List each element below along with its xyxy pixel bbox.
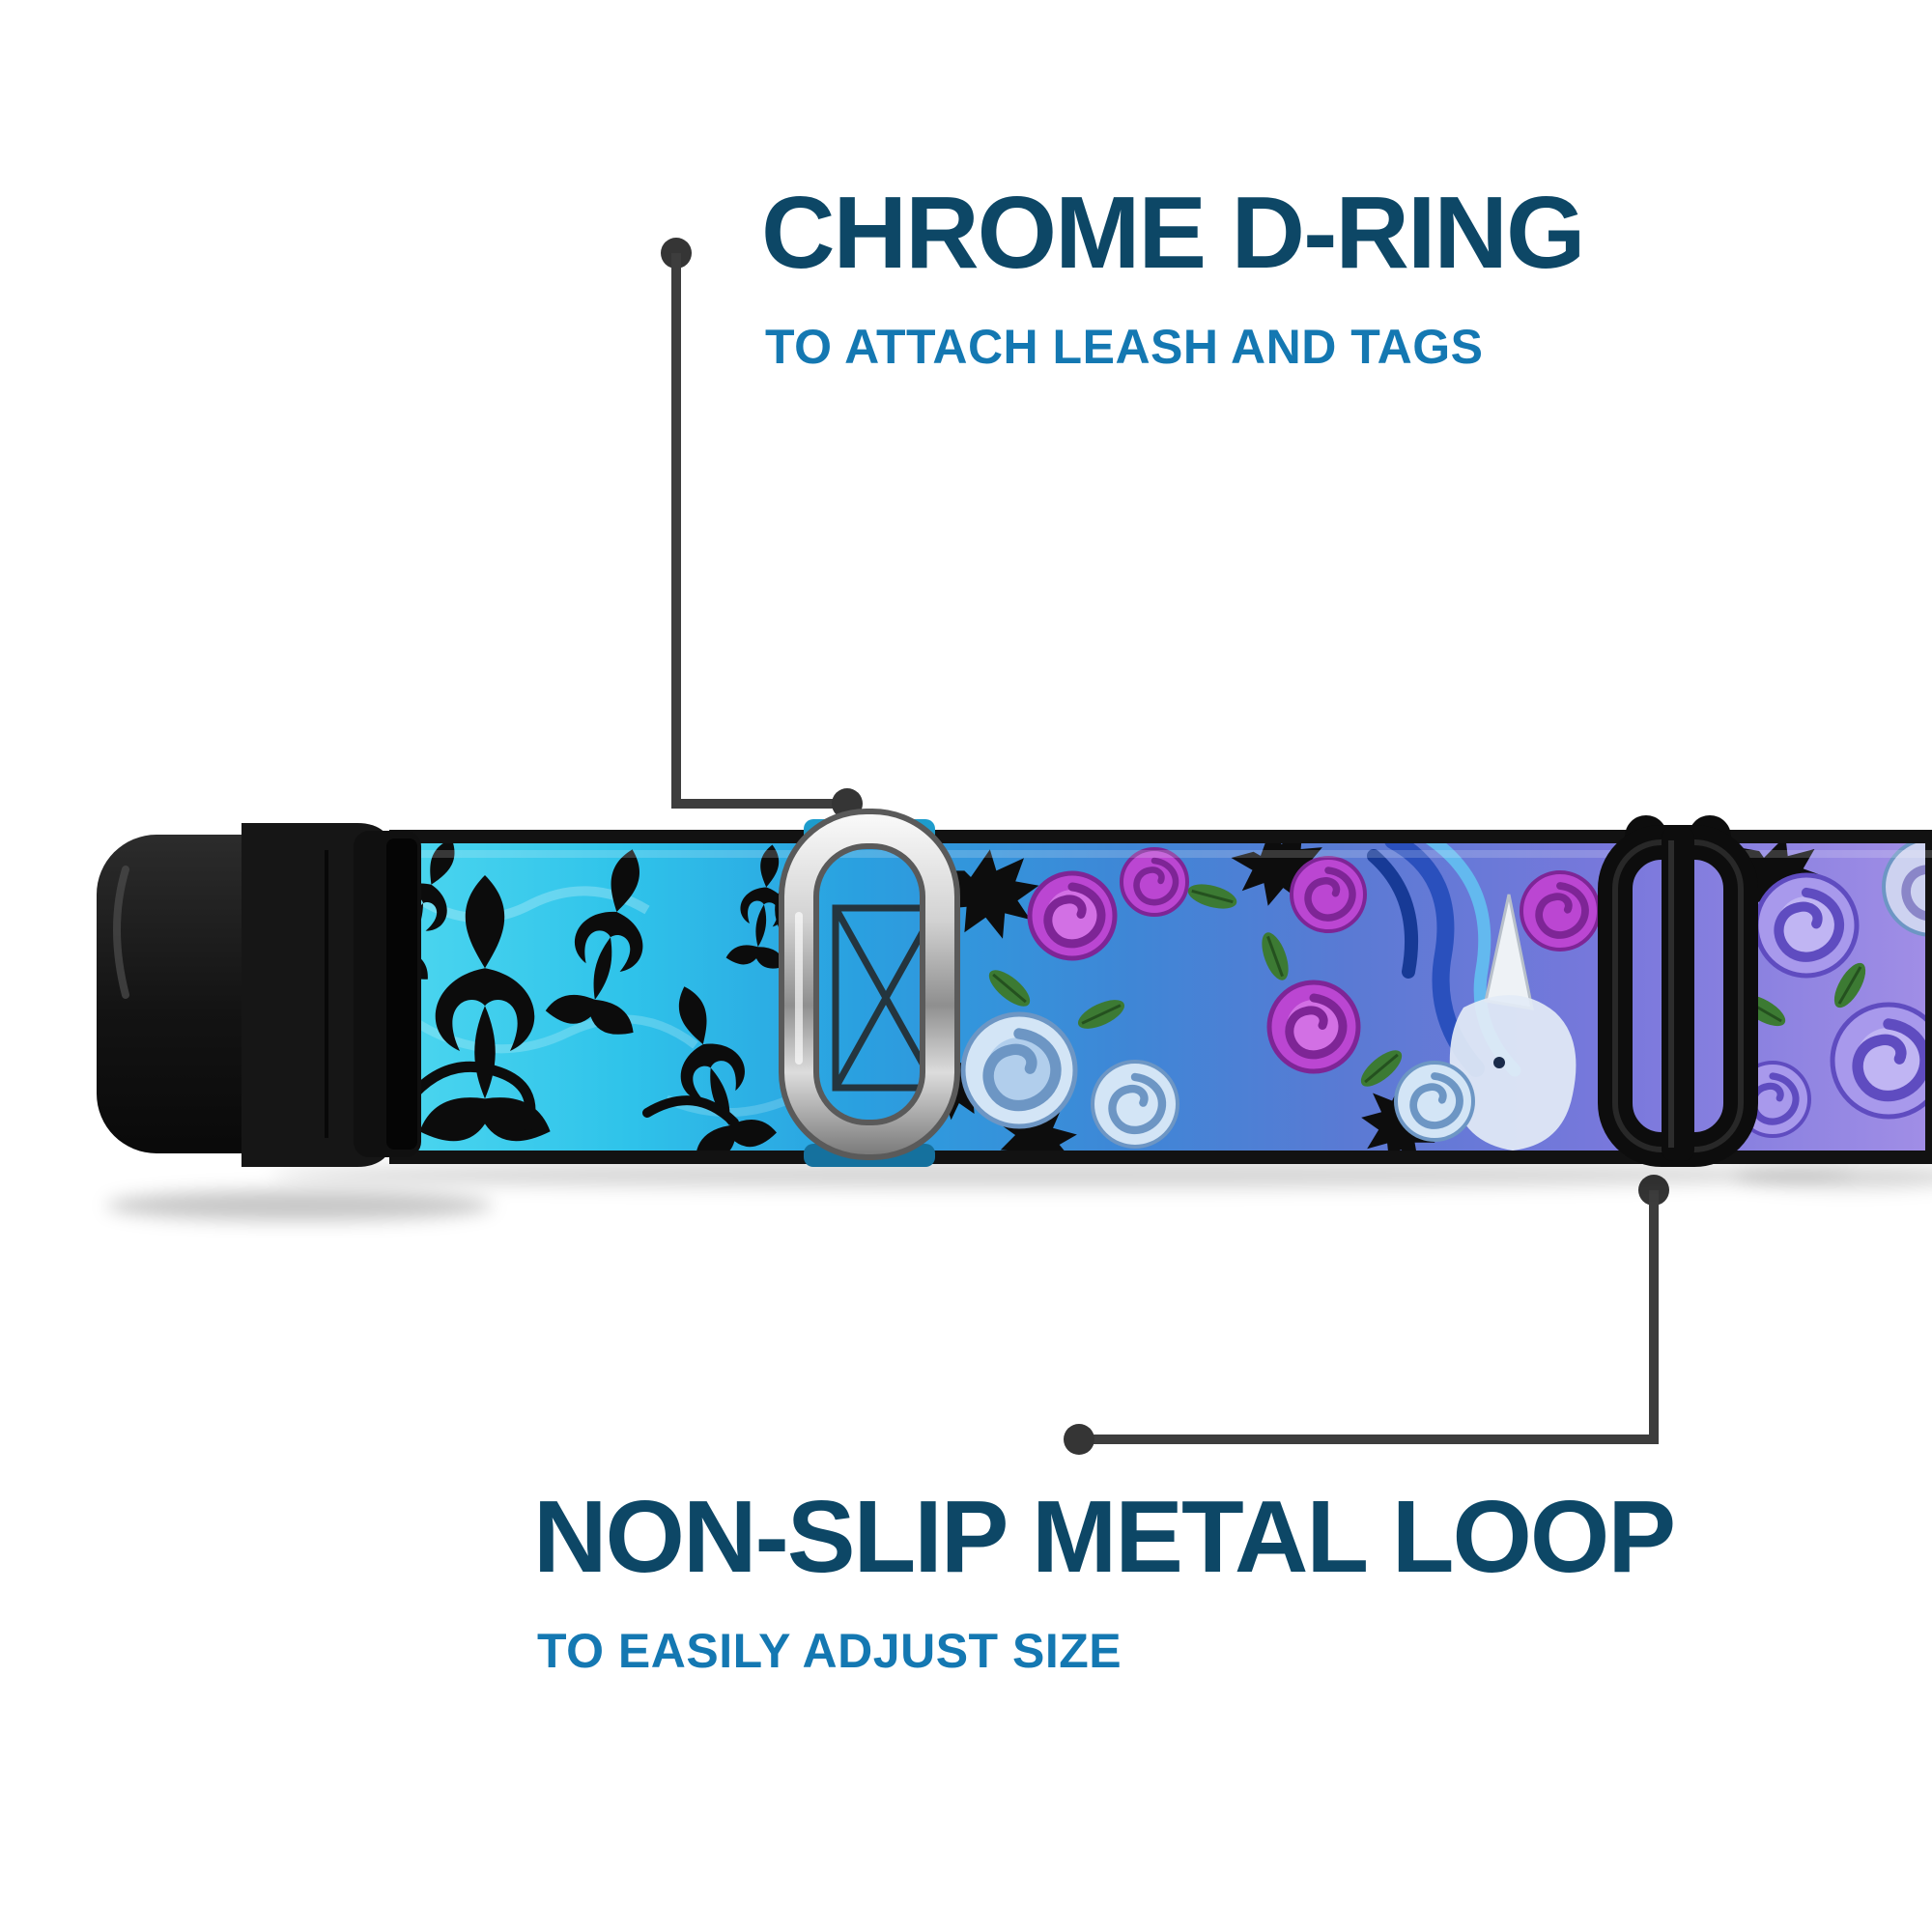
connector-line-horizontal <box>1079 1435 1654 1444</box>
collar-illustration <box>97 809 1932 1221</box>
loop-subtitle: TO EASILY ADJUST SIZE <box>537 1624 1122 1678</box>
chrome-d-ring <box>779 809 960 1160</box>
connector-dot <box>1064 1424 1094 1455</box>
loop-title: NON-SLIP METAL LOOP <box>533 1480 1676 1594</box>
dring-subtitle: TO ATTACH LEASH AND TAGS <box>765 320 1484 374</box>
dring-title: CHROME D-RING <box>761 176 1585 290</box>
connector-line-horizontal <box>671 799 847 809</box>
collar-shadow <box>106 1161 1932 1221</box>
connector-line-vertical <box>1649 1190 1659 1444</box>
connector-line-vertical <box>671 253 681 809</box>
metal-slider-loop <box>1598 815 1758 1167</box>
plastic-buckle <box>97 823 421 1167</box>
